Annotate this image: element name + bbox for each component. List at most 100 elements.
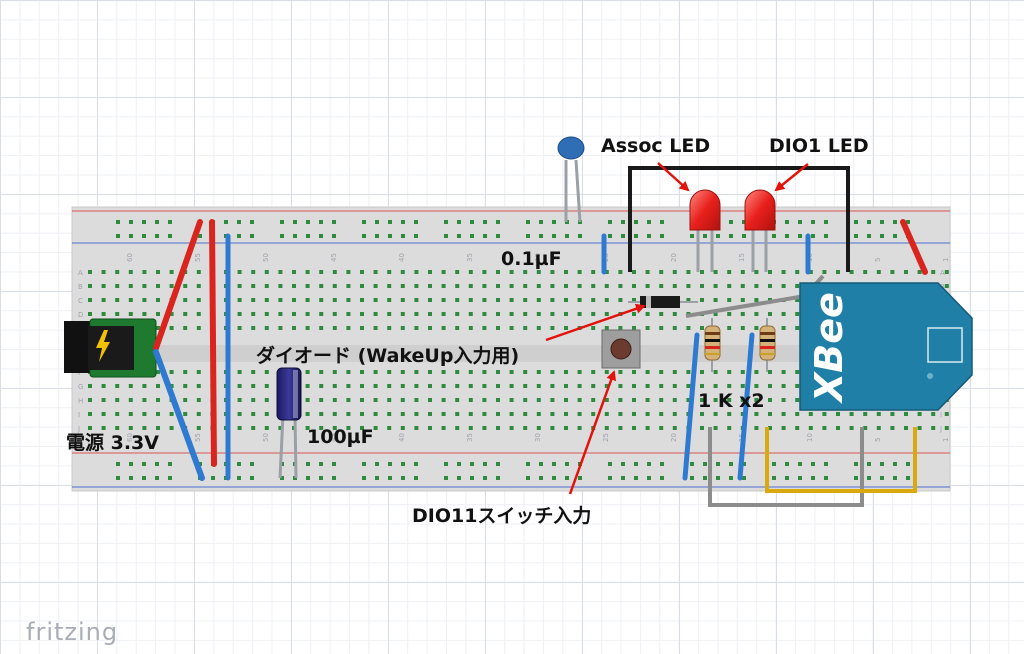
breadboard-hole xyxy=(482,326,487,330)
breadboard-hole xyxy=(360,298,364,302)
breadboard-hole xyxy=(880,462,884,466)
breadboard-hole xyxy=(876,426,881,430)
breadboard-hole xyxy=(854,220,858,224)
breadboard-hole xyxy=(115,270,120,274)
breadboard-hole xyxy=(142,476,146,480)
breadboard-hole xyxy=(346,412,351,416)
breadboard-hole xyxy=(536,326,541,330)
breadboard-hole xyxy=(400,270,405,274)
wire-yellow-bottom xyxy=(765,427,917,493)
breadboard-hole xyxy=(854,476,858,480)
breadboard-hole xyxy=(251,270,256,274)
breadboard-hole xyxy=(672,284,677,288)
breadboard-hole xyxy=(659,398,664,402)
breadboard-hole xyxy=(713,370,718,374)
resistor-1-band-1 xyxy=(705,332,720,335)
breadboard-hole xyxy=(727,270,732,274)
breadboard-hole xyxy=(536,284,541,288)
breadboard-hole xyxy=(292,298,296,302)
breadboard-hole xyxy=(876,270,881,274)
breadboard-hole xyxy=(319,370,324,374)
breadboard-hole xyxy=(319,312,324,316)
breadboard-hole xyxy=(552,462,556,466)
breadboard-hole xyxy=(169,370,174,374)
breadboard-hole xyxy=(455,284,460,288)
breadboard-hole xyxy=(468,298,473,302)
breadboard-hole xyxy=(645,398,650,402)
breadboard-hole xyxy=(441,398,446,402)
breadboard-hole xyxy=(632,426,636,430)
column-number: 1 xyxy=(942,438,950,442)
breadboard-hole xyxy=(237,312,242,316)
breadboard-hole xyxy=(332,398,337,402)
resistor-2-band-1 xyxy=(760,332,775,335)
breadboard-hole xyxy=(362,462,366,466)
breadboard-hole xyxy=(280,476,284,480)
breadboard-hole xyxy=(482,412,487,416)
breadboard-hole xyxy=(690,462,694,466)
breadboard-hole xyxy=(822,412,827,416)
breadboard-hole xyxy=(400,326,405,330)
breadboard-hole xyxy=(414,312,419,316)
breadboard-hole xyxy=(237,476,241,480)
breadboard-hole xyxy=(552,220,556,224)
breadboard-hole xyxy=(455,426,460,430)
breadboard-hole xyxy=(591,398,596,402)
column-number: 35 xyxy=(466,433,474,442)
breadboard-hole xyxy=(785,234,789,238)
breadboard-hole xyxy=(740,326,745,330)
breadboard-hole xyxy=(278,326,283,330)
breadboard-hole xyxy=(128,312,133,316)
breadboard-hole xyxy=(156,284,160,288)
breadboard-hole xyxy=(632,412,636,416)
breadboard-hole xyxy=(468,426,473,430)
breadboard-hole xyxy=(388,234,392,238)
breadboard-hole xyxy=(455,412,460,416)
breadboard-hole xyxy=(496,412,500,416)
breadboard-hole xyxy=(264,312,269,316)
breadboard-hole xyxy=(496,476,500,480)
breadboard-hole xyxy=(539,220,543,224)
breadboard-hole xyxy=(727,370,732,374)
breadboard-hole xyxy=(183,326,188,330)
breadboard-hole xyxy=(414,398,419,402)
breadboard-hole xyxy=(621,234,625,238)
breadboard-hole xyxy=(632,370,636,374)
breadboard-hole xyxy=(400,412,405,416)
breadboard-hole xyxy=(387,398,392,402)
breadboard-hole xyxy=(468,370,473,374)
breadboard-hole xyxy=(795,298,800,302)
breadboard-hole xyxy=(742,220,746,224)
breadboard-hole xyxy=(414,412,419,416)
breadboard-hole xyxy=(808,412,813,416)
breadboard-hole xyxy=(346,370,351,374)
breadboard-hole xyxy=(196,270,201,274)
breadboard-hole xyxy=(196,426,201,430)
breadboard-hole xyxy=(647,462,651,466)
breadboard-hole xyxy=(115,312,120,316)
breadboard-hole xyxy=(645,312,650,316)
breadboard-hole xyxy=(496,270,500,274)
breadboard-hole xyxy=(863,412,868,416)
xbee-logo: XBee xyxy=(807,292,851,404)
breadboard-hole xyxy=(550,326,555,330)
breadboard-hole xyxy=(645,326,650,330)
breadboard-hole xyxy=(742,234,746,238)
breadboard-hole xyxy=(319,284,324,288)
breadboard-hole xyxy=(754,284,759,288)
breadboard-hole xyxy=(483,234,487,238)
label-dio1-led: DIO1 LED xyxy=(769,135,869,157)
breadboard-hole xyxy=(768,284,772,288)
breadboard-hole xyxy=(168,220,172,224)
breadboard-hole xyxy=(444,476,448,480)
breadboard-hole xyxy=(101,398,106,402)
breadboard-hole xyxy=(388,462,392,466)
breadboard-hole xyxy=(906,476,910,480)
breadboard-hole xyxy=(700,284,704,288)
breadboard-hole xyxy=(632,384,636,388)
breadboard-hole xyxy=(88,426,92,430)
diode xyxy=(628,296,698,308)
breadboard-hole xyxy=(621,476,625,480)
led-assoc-body xyxy=(689,189,721,231)
arrow-switch xyxy=(568,370,616,495)
